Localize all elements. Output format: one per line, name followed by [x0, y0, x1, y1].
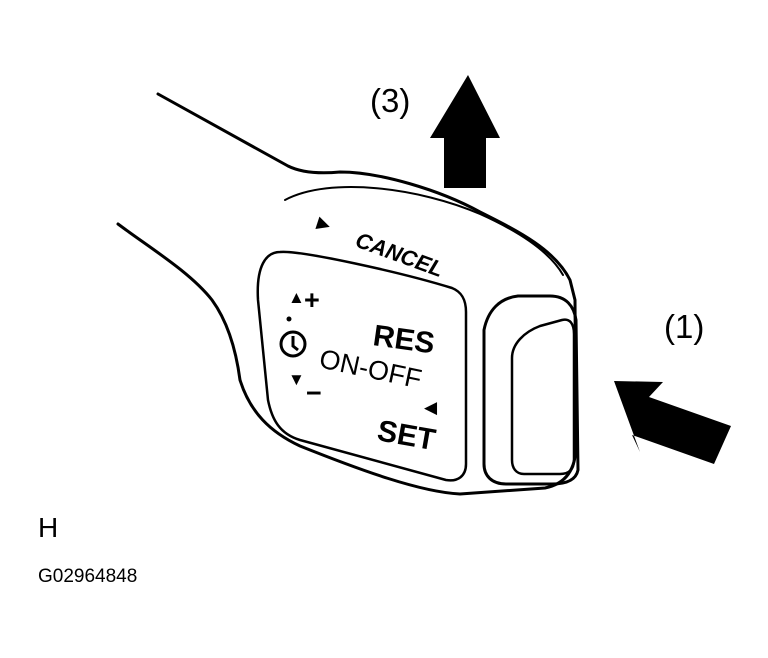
res-label: RES [371, 319, 437, 360]
callout-1-label: (1) [664, 308, 705, 345]
minus-symbol: − [306, 378, 322, 408]
decel-triangle-icon: ▼ [288, 370, 305, 389]
accel-triangle-icon: ▲ [288, 288, 305, 307]
arrow-3-icon [430, 75, 500, 188]
set-triangle-icon: ◀ [424, 398, 438, 417]
footer-letter: H [38, 512, 59, 543]
lever-body [116, 92, 580, 496]
set-label: SET [375, 414, 438, 457]
arrow-1-icon [614, 381, 731, 464]
callout-3-label: (3) [370, 82, 411, 119]
plus-symbol: + [304, 285, 320, 315]
figure-code: G02964848 [38, 566, 138, 587]
cruise-icon [279, 316, 307, 358]
cancel-triangle-icon: ▶ [315, 213, 334, 235]
